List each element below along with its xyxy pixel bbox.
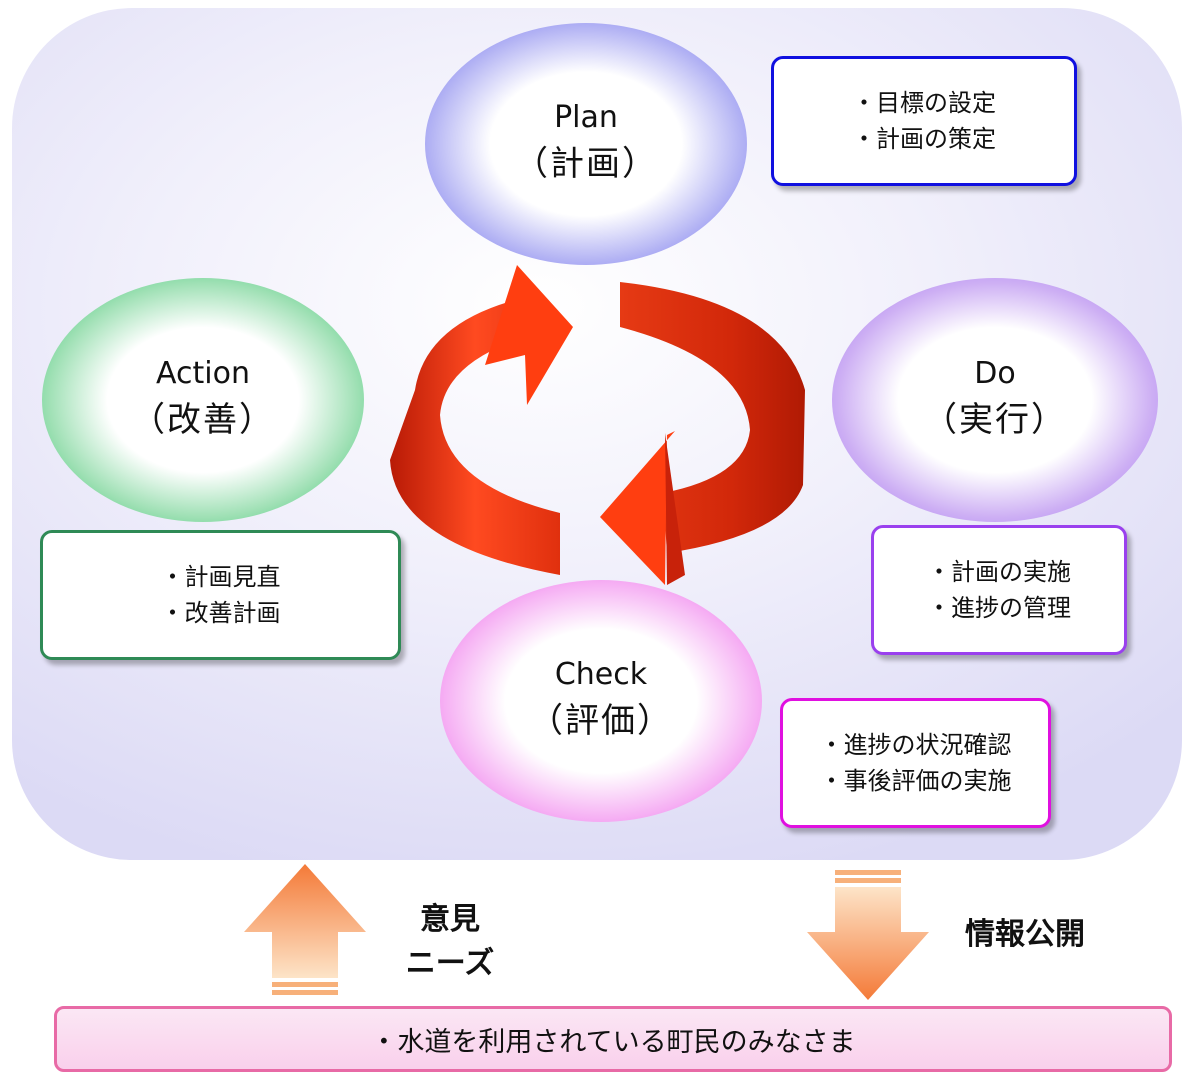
check-note-item: ・事後評価の実施 xyxy=(819,767,1012,795)
action-note-item: ・改善計画 xyxy=(160,599,281,627)
do-note-item: ・計画の実施 xyxy=(927,558,1071,586)
feedback-label: 意見 ニーズ xyxy=(395,898,505,986)
citizens-bar: ・水道を利用されている町民のみなさま xyxy=(54,1006,1172,1072)
cycle-top-arrowhead xyxy=(485,265,573,405)
do-note-item: ・進捗の管理 xyxy=(927,594,1071,622)
plan-note-item: ・目標の設定 xyxy=(852,89,996,117)
up-arrow-icon xyxy=(244,864,366,995)
check-note-box: ・進捗の状況確認 ・事後評価の実施 xyxy=(780,698,1051,828)
down-arrow-icon xyxy=(807,870,929,1000)
cycle-left-band xyxy=(390,293,560,575)
check-note-item: ・進捗の状況確認 xyxy=(819,731,1012,759)
do-title: Do xyxy=(974,356,1016,391)
plan-title: Plan xyxy=(554,100,618,135)
check-label: （評価） xyxy=(529,701,673,741)
action-label: （改善） xyxy=(131,400,275,440)
plan-label: （計画） xyxy=(514,144,658,184)
do-ellipse: Do （実行） xyxy=(832,278,1158,522)
plan-note-item: ・計画の策定 xyxy=(852,125,996,153)
disclosure-label: 情報公開 xyxy=(965,917,1085,952)
do-label: （実行） xyxy=(923,400,1067,440)
cycle-arrows-graphic xyxy=(390,265,805,585)
feedback-label-line2: ニーズ xyxy=(405,946,495,981)
citizens-text: ・水道を利用されている町民のみなさま xyxy=(370,1026,856,1058)
action-note-item: ・計画見直 xyxy=(160,563,281,591)
feedback-label-line1: 意見 xyxy=(420,902,480,937)
check-ellipse: Check （評価） xyxy=(440,580,762,822)
action-note-box: ・計画見直 ・改善計画 xyxy=(40,530,401,660)
cycle-bottom-arrowhead xyxy=(600,431,675,585)
cycle-right-band xyxy=(620,282,805,553)
check-title: Check xyxy=(554,657,648,692)
do-note-box: ・計画の実施 ・進捗の管理 xyxy=(871,525,1127,655)
plan-note-box: ・目標の設定 ・計画の策定 xyxy=(771,56,1077,186)
action-title: Action xyxy=(156,356,250,391)
action-ellipse: Action （改善） xyxy=(42,278,364,522)
plan-ellipse: Plan （計画） xyxy=(425,23,747,265)
